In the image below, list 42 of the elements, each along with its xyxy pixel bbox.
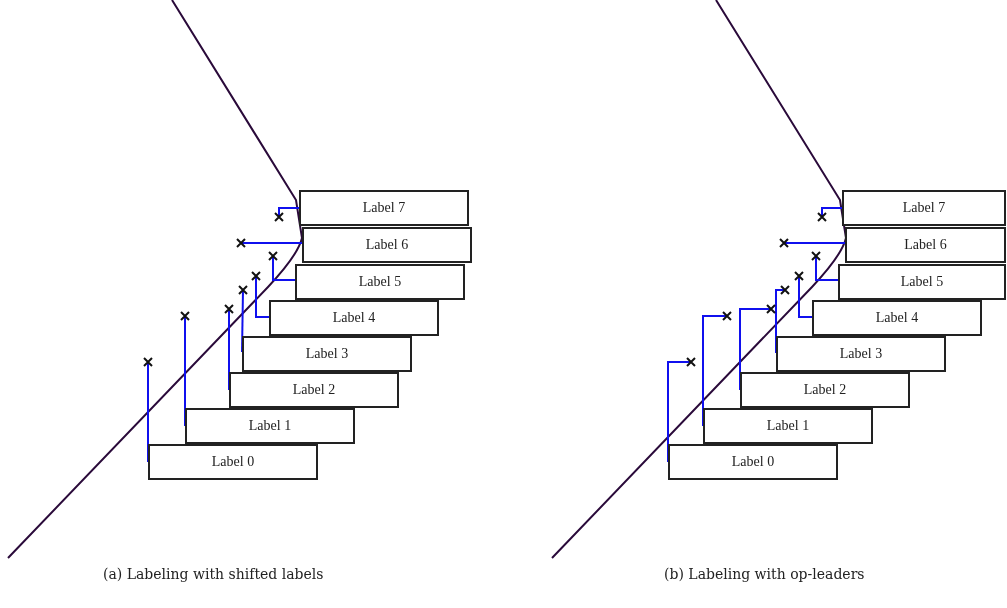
- cross-mark: [251, 271, 261, 281]
- cross-mark: [224, 304, 234, 314]
- label-box: Label 3: [776, 336, 946, 372]
- cross-mark: [780, 285, 790, 295]
- cross-mark: [794, 271, 804, 281]
- label-box: Label 0: [668, 444, 838, 480]
- label-box: Label 1: [703, 408, 873, 444]
- leader-line: [255, 275, 270, 318]
- cross-mark: [143, 357, 153, 367]
- cross-mark: [817, 212, 827, 222]
- cross-mark: [274, 212, 284, 222]
- label-box: Label 5: [838, 264, 1006, 300]
- label-box: Label 6: [845, 227, 1006, 263]
- label-box: Label 1: [185, 408, 355, 444]
- figure-caption: (b) Labeling with op-leaders: [664, 566, 865, 582]
- label-box: Label 7: [299, 190, 469, 226]
- cross-mark: [238, 285, 248, 295]
- cross-mark: [779, 238, 789, 248]
- leader-line: [798, 275, 813, 318]
- label-box: Label 5: [295, 264, 465, 300]
- label-box: Label 4: [812, 300, 982, 336]
- leader-line: [278, 207, 300, 218]
- cross-mark: [766, 304, 776, 314]
- label-box: Label 7: [842, 190, 1006, 226]
- cross-mark: [180, 311, 190, 321]
- label-box: Label 4: [269, 300, 439, 336]
- label-box: Label 3: [242, 336, 412, 372]
- label-box: Label 0: [148, 444, 318, 480]
- cross-mark: [236, 238, 246, 248]
- leader-line: [821, 207, 843, 218]
- figure-caption: (a) Labeling with shifted labels: [103, 566, 324, 582]
- leader-line: [240, 242, 303, 244]
- cross-mark: [722, 311, 732, 321]
- cross-mark: [811, 251, 821, 261]
- label-box: Label 2: [229, 372, 399, 408]
- cross-mark: [268, 251, 278, 261]
- label-box: Label 6: [302, 227, 472, 263]
- label-box: Label 2: [740, 372, 910, 408]
- leader-line: [815, 255, 839, 281]
- leader-line: [783, 242, 846, 244]
- leader-line: [272, 255, 296, 281]
- cross-mark: [686, 357, 696, 367]
